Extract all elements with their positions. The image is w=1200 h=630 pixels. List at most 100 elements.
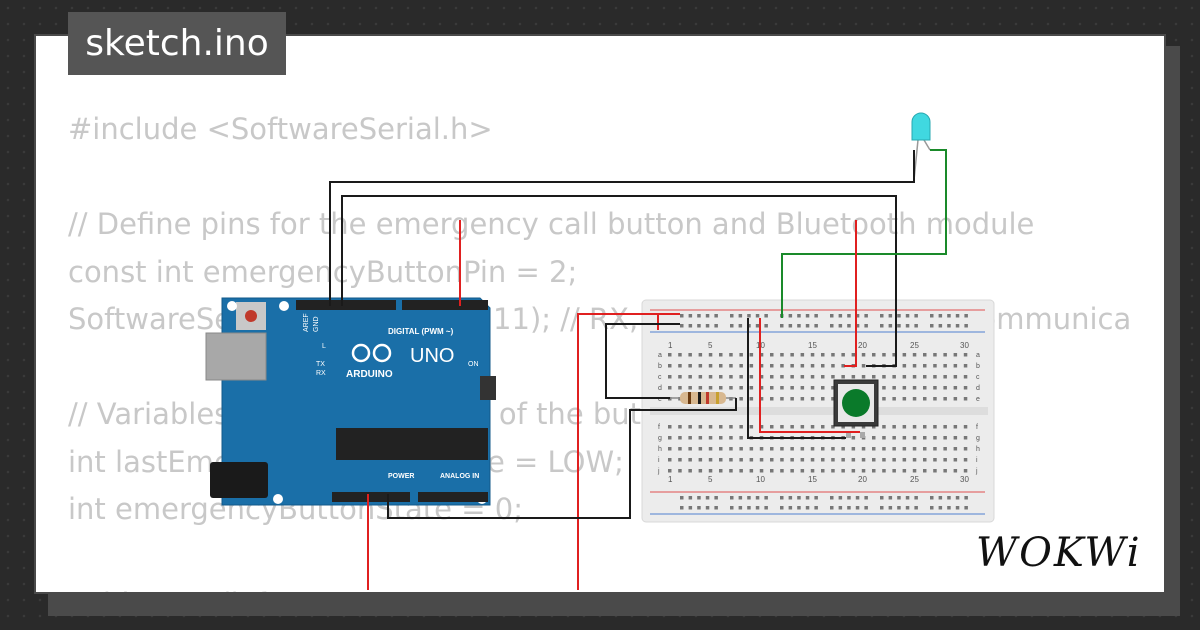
breadboard-hole: [729, 469, 733, 473]
code-line: const int emergencyButtonPin = 2;: [68, 254, 578, 289]
breadboard-hole: [678, 469, 682, 473]
breadboard-hole: [698, 469, 703, 473]
breadboard-hole: [688, 314, 693, 318]
breadboard-hole: [955, 506, 960, 510]
breadboard-row-letter: e: [658, 396, 662, 403]
breadboard-hole: [963, 386, 968, 390]
breadboard-hole: [955, 314, 960, 318]
breadboard-hole: [855, 324, 860, 328]
breadboard-hole: [698, 375, 703, 379]
breadboard-hole: [953, 364, 958, 368]
breadboard-hole: [964, 496, 968, 500]
breadboard-hole: [914, 314, 918, 318]
file-tab[interactable]: sketch.ino: [68, 12, 286, 75]
breadboard-hole: [923, 375, 927, 379]
breadboard-hole: [759, 458, 764, 462]
bb-col-5-bottom: 5: [708, 475, 713, 484]
breadboard-hole: [963, 458, 968, 462]
breadboard-hole: [847, 506, 851, 510]
breadboard-hole: [729, 386, 733, 390]
breadboard-hole: [668, 447, 672, 451]
breadboard-hole: [780, 364, 784, 368]
breadboard-hole: [780, 506, 784, 510]
breadboard-hole: [882, 447, 886, 451]
arduino-brand: ARDUINO: [346, 369, 393, 380]
breadboard-hole: [933, 375, 937, 379]
arduino-gnd-label: GND: [313, 316, 320, 332]
breadboard-hole: [680, 314, 684, 318]
breadboard-hole: [749, 386, 754, 390]
breadboard-hole: [923, 386, 927, 390]
arduino-uno[interactable]: AREF GND DIGITAL (PWM ~) L TX RX UNO ARD…: [205, 297, 496, 506]
breadboard-hole: [708, 364, 713, 368]
breadboard-hole: [882, 353, 886, 357]
breadboard-hole: [855, 496, 860, 500]
breadboard-hole: [821, 353, 825, 357]
breadboard-hole: [698, 364, 703, 368]
arduino-aref-label: AREF: [303, 313, 310, 332]
breadboard-hole: [838, 314, 843, 318]
breadboard-hole: [943, 469, 947, 473]
breadboard-hole: [729, 375, 733, 379]
breadboard-hole: [698, 436, 703, 440]
wokwi-logo: WOKWi: [976, 530, 1142, 576]
breadboard-hole: [872, 469, 876, 473]
breadboard-hole: [788, 324, 793, 328]
breadboard-hole: [719, 386, 723, 390]
breadboard-hole: [729, 447, 733, 451]
breadboard-hole: [831, 386, 835, 390]
breadboard-hole: [705, 314, 710, 318]
breadboard-hole: [697, 324, 701, 328]
breadboard-hole: [897, 314, 901, 318]
arduino-digital-label: DIGITAL (PWM ~): [388, 327, 454, 336]
breadboard-row-letter: f: [658, 424, 660, 431]
breadboard-hole: [688, 324, 693, 328]
breadboard-hole: [668, 469, 672, 473]
breadboard-hole: [814, 324, 818, 328]
breadboard-hole: [788, 496, 793, 500]
push-button[interactable]: [833, 379, 879, 438]
breadboard-hole: [938, 506, 943, 510]
breadboard-hole: [759, 469, 764, 473]
breadboard-hole: [729, 364, 733, 368]
breadboard-hole: [861, 353, 866, 357]
breadboard-hole: [943, 425, 947, 429]
breadboard-row-letter: j: [975, 468, 978, 475]
breadboard-hole: [831, 364, 835, 368]
arduino-l-label: L: [322, 343, 326, 350]
breadboard-hole: [810, 397, 815, 401]
breadboard-hole: [747, 496, 751, 500]
breadboard-hole: [729, 436, 733, 440]
breadboard-hole: [800, 458, 805, 462]
breadboard-hole: [953, 375, 958, 379]
breadboard-hole: [933, 425, 937, 429]
breadboard-hole: [770, 447, 774, 451]
breadboard-hole: [882, 469, 886, 473]
breadboard-hole: [719, 458, 723, 462]
breadboard-hole: [943, 386, 947, 390]
breadboard-row-letter: g: [658, 435, 662, 442]
breadboard-hole: [953, 469, 958, 473]
breadboard-hole: [897, 324, 901, 328]
breadboard-hole: [923, 397, 927, 401]
breadboard-row-letter: a: [976, 352, 980, 359]
breadboard-hole: [764, 506, 768, 510]
breadboard-hole: [963, 425, 968, 429]
bb-col-1-bottom: 1: [668, 475, 673, 484]
breadboard-hole: [851, 425, 856, 429]
breadboard-hole: [831, 375, 835, 379]
breadboard-hole: [668, 386, 672, 390]
breadboard-hole: [847, 324, 851, 328]
breadboard-hole: [847, 496, 851, 500]
breadboard-row-letter: e: [976, 396, 980, 403]
bb-col-5-top: 5: [708, 341, 713, 350]
resistor[interactable]: [670, 392, 736, 404]
breadboard-hole: [739, 397, 743, 401]
breadboard-hole: [912, 353, 917, 357]
breadboard-hole: [880, 314, 884, 318]
breadboard-hole: [882, 375, 886, 379]
breadboard-hole: [831, 425, 835, 429]
breadboard-hole: [861, 447, 866, 451]
breadboard-hole: [749, 375, 754, 379]
